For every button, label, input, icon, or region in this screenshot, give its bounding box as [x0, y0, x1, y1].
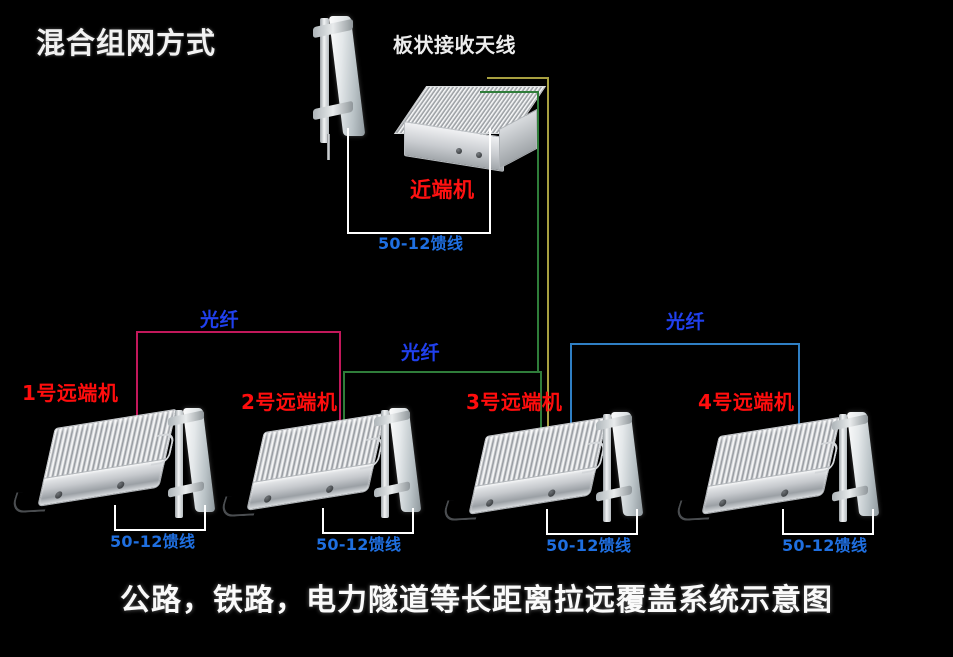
antenna-panel-icon — [610, 412, 644, 516]
fiber-3-trunk-line — [487, 77, 549, 79]
fiber-4-line — [570, 343, 800, 438]
antenna-near — [310, 16, 374, 160]
fiber-2-trunk-line — [480, 91, 539, 93]
remote-2-label: 2号远端机 — [241, 390, 338, 414]
antenna-remote3 — [594, 412, 652, 523]
antenna-mast-icon — [327, 133, 331, 160]
fiber-2-line — [343, 371, 542, 438]
antenna-pole-icon — [381, 410, 389, 519]
feeder-remote4-line — [782, 509, 874, 535]
remote-4-label: 4号远端机 — [698, 390, 795, 414]
antenna-panel-icon — [328, 16, 365, 136]
fiber-4-label: 光纤 — [666, 311, 706, 333]
remote-1-unit — [9, 408, 177, 514]
near-end-port-icon — [456, 148, 462, 154]
feeder-remote2-label: 50-12馈线 — [316, 535, 402, 554]
page-title: 混合组网方式 — [36, 26, 217, 60]
near-end-unit-label: 近端机 — [410, 178, 475, 202]
remote-1-label: 1号远端机 — [22, 381, 119, 405]
feeder-near-label: 50-12馈线 — [378, 234, 464, 253]
remote-3-cable-icon — [440, 498, 483, 522]
antenna-pole-icon — [175, 410, 183, 519]
fiber-1-line — [136, 331, 341, 438]
panel-antenna-label: 板状接收天线 — [393, 33, 516, 57]
remote-1-cable-icon — [9, 490, 52, 514]
feeder-remote1-line — [114, 505, 206, 531]
feeder-remote1-label: 50-12馈线 — [110, 532, 196, 551]
antenna-remote2 — [372, 408, 430, 519]
fiber-2-label: 光纤 — [401, 342, 441, 364]
remote-4-cable-icon — [673, 498, 716, 522]
antenna-pole-icon — [320, 18, 329, 144]
feeder-near-line — [347, 128, 491, 234]
antenna-remote4 — [830, 412, 888, 523]
antenna-pole-icon — [839, 414, 847, 523]
feeder-remote2-line — [322, 508, 414, 534]
diagram-caption: 公路，铁路，电力隧道等长距离拉远覆盖系统示意图 — [120, 583, 833, 618]
antenna-panel-icon — [846, 412, 880, 516]
feeder-remote4-label: 50-12馈线 — [782, 536, 868, 555]
antenna-panel-icon — [182, 408, 216, 512]
fiber-3-trunk-line — [547, 78, 549, 428]
feeder-remote3-line — [546, 509, 638, 535]
feeder-remote3-label: 50-12馈线 — [546, 536, 632, 555]
fiber-2-trunk-line — [537, 92, 539, 373]
remote-3-label: 3号远端机 — [466, 390, 563, 414]
antenna-panel-icon — [388, 408, 422, 512]
near-end-port-icon — [476, 152, 482, 158]
fiber-1-label: 光纤 — [200, 309, 240, 331]
remote-2-cable-icon — [218, 494, 261, 518]
bottom-edge — [0, 651, 953, 657]
antenna-remote1 — [166, 408, 224, 519]
antenna-pole-icon — [603, 414, 611, 523]
near-end-unit — [393, 86, 547, 178]
